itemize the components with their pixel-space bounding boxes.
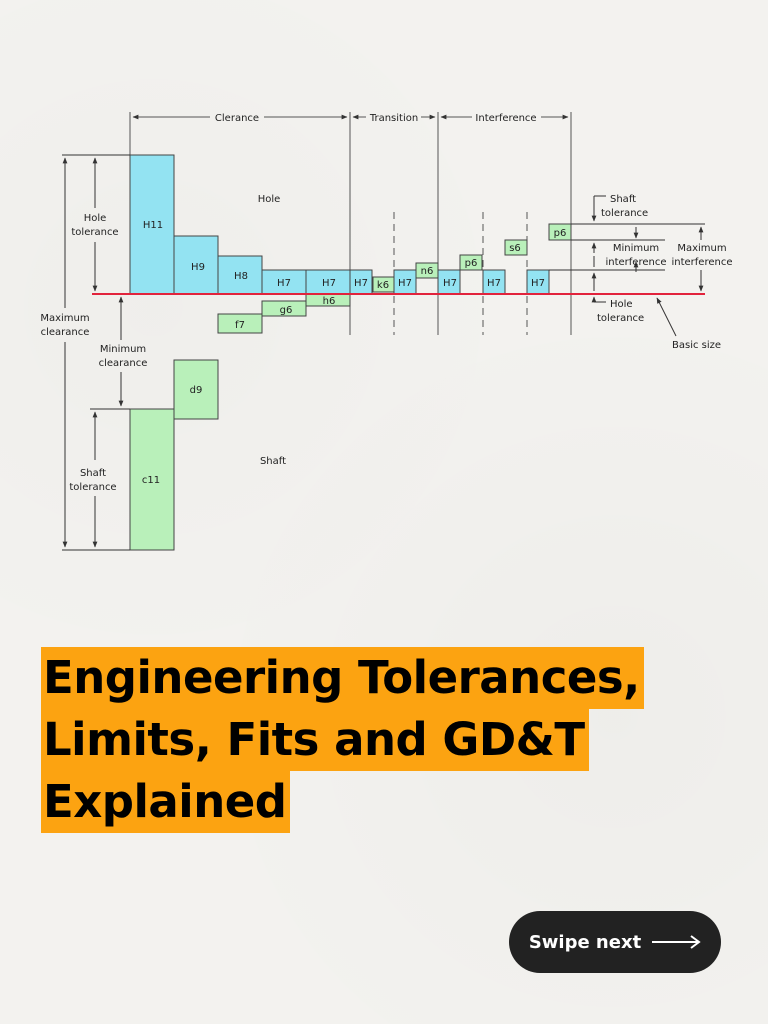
range-label-interference: Interference bbox=[475, 113, 536, 124]
title-line: Engineering Tolerances, bbox=[41, 647, 644, 709]
shaft-box bbox=[261, 300, 307, 317]
shaft-label: p6 bbox=[554, 228, 567, 239]
shaft-label: c11 bbox=[142, 475, 160, 486]
basic-size-label: Basic size bbox=[672, 340, 721, 351]
fits-diagram: Clerance Transition Interference H11 H9 … bbox=[40, 112, 733, 551]
hole-label: H7 bbox=[531, 278, 545, 289]
shaft-label: f7 bbox=[235, 320, 245, 331]
shaft-box bbox=[372, 276, 395, 293]
hole-label: H7 bbox=[487, 278, 501, 289]
shaft-box bbox=[548, 223, 572, 241]
shaft-label: n6 bbox=[421, 266, 434, 277]
swipe-next-label: Swipe next bbox=[528, 931, 642, 953]
hole-box bbox=[261, 269, 307, 295]
hole-label: H7 bbox=[322, 278, 336, 289]
shaft-box bbox=[504, 239, 528, 256]
arrow-right-icon bbox=[652, 935, 701, 949]
shaft-label: k6 bbox=[377, 280, 389, 291]
shaft-label: d9 bbox=[190, 385, 203, 396]
hole-box bbox=[129, 154, 175, 295]
shaft-label: g6 bbox=[280, 305, 293, 316]
title-block: Engineering Tolerances, Limits, Fits and… bbox=[41, 647, 761, 833]
hole-label: H7 bbox=[398, 278, 412, 289]
shaft-region-label: Shaft bbox=[260, 456, 286, 467]
hole-label: H7 bbox=[354, 278, 368, 289]
left-dimension-lines bbox=[62, 154, 130, 551]
hole-label: H7 bbox=[443, 278, 457, 289]
range-label-clearance: Clerance bbox=[215, 113, 259, 124]
title-line: Limits, Fits and GD&T bbox=[41, 709, 589, 771]
swipe-next-button[interactable]: Swipe next bbox=[509, 911, 721, 973]
right-dimension-lines bbox=[549, 195, 705, 337]
shaft-label: p6 bbox=[465, 258, 478, 269]
shaft-box bbox=[217, 313, 263, 334]
range-label-transition: Transition bbox=[369, 113, 418, 124]
hole-box bbox=[173, 235, 219, 295]
title-line: Explained bbox=[41, 771, 291, 833]
shaft-label: h6 bbox=[323, 296, 336, 307]
hole-label: H8 bbox=[234, 271, 248, 282]
hole-label: H7 bbox=[277, 278, 291, 289]
shaft-box bbox=[173, 359, 219, 420]
hole-label: H9 bbox=[191, 262, 205, 273]
shaft-box bbox=[129, 408, 175, 551]
hole-label: H11 bbox=[143, 220, 163, 231]
hole-region-label: Hole bbox=[258, 194, 281, 205]
shaft-label: s6 bbox=[509, 243, 521, 254]
shaft-box bbox=[415, 262, 439, 279]
shaft-box bbox=[459, 254, 483, 271]
